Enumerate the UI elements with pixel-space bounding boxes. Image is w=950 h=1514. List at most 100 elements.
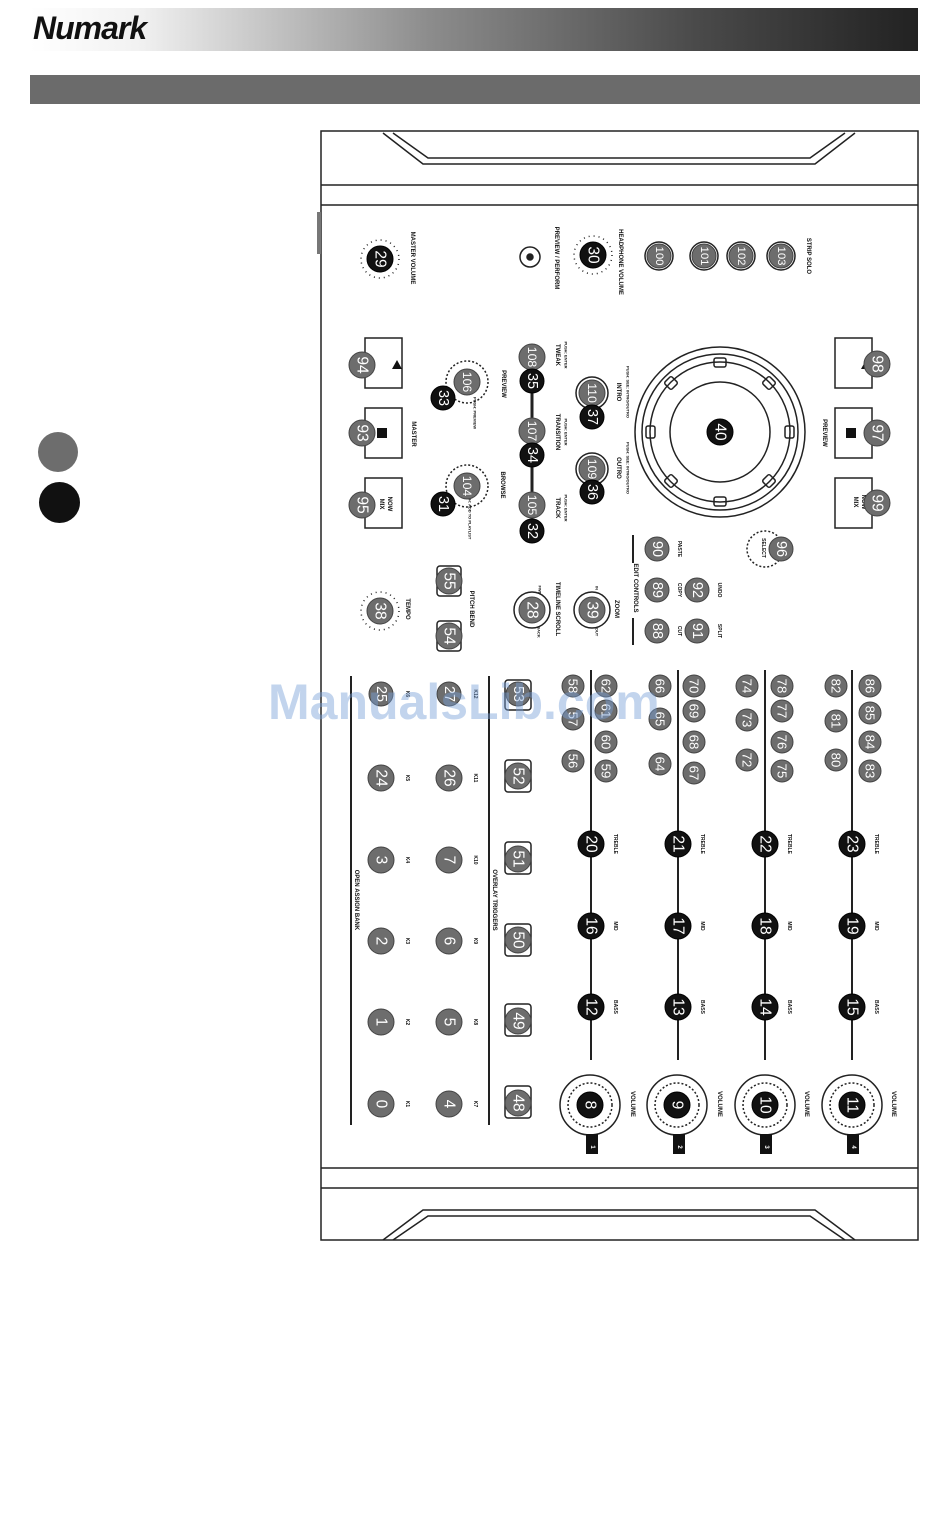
callout-21: 21: [664, 830, 692, 858]
callout-104: 104: [453, 472, 481, 500]
callout-6: 6: [435, 927, 463, 955]
callout-number: 70: [687, 679, 702, 694]
callout-86: 86: [858, 674, 882, 698]
callout-76: 76: [770, 730, 794, 754]
callout-1: 1: [367, 1008, 395, 1036]
control-label: PUSH: PREVIEW: [473, 397, 478, 429]
control-label: VOLUME: [890, 1091, 896, 1117]
callout-32: 32: [519, 518, 545, 544]
control-label: TRACK: [554, 498, 560, 520]
callout-106: 106: [453, 368, 481, 396]
callout-number: 74: [740, 679, 755, 694]
control-label: TREBLE: [873, 834, 879, 855]
callout-4: 4: [435, 1090, 463, 1118]
callout-5: 5: [435, 1008, 463, 1036]
callout-number: 39: [584, 601, 601, 618]
callout-number: 20: [583, 835, 600, 853]
callout-31: 31: [430, 491, 456, 517]
control-label: PUSH: ADD TO PLAYLIST: [468, 491, 473, 540]
callout-number: 23: [844, 835, 861, 852]
control-label: VOLUME: [716, 1091, 722, 1117]
callout-number: 90: [649, 541, 665, 557]
callout-35: 35: [519, 368, 545, 394]
control-label: TWEAK: [554, 344, 560, 367]
callout-number: 15: [844, 998, 861, 1016]
callout-number: 98: [869, 355, 886, 372]
callout-62: 62: [594, 674, 618, 698]
callout-20: 20: [577, 830, 605, 858]
callout-109: 109: [578, 455, 606, 483]
callout-30: 30: [579, 241, 607, 269]
channel-number-tag: 4: [850, 1145, 856, 1149]
callout-number: 25: [373, 686, 389, 702]
callout-17: 17: [664, 912, 692, 940]
callout-54: 54: [435, 622, 463, 650]
callout-number: 19: [844, 917, 861, 934]
callout-25: 25: [368, 681, 394, 707]
callout-19: 19: [838, 912, 866, 940]
callout-number: 97: [869, 424, 886, 441]
callout-26: 26: [435, 764, 463, 792]
callout-39: 39: [578, 596, 606, 624]
callout-number: 86: [863, 679, 878, 694]
callout-74: 74: [735, 674, 759, 698]
control-label: K9: [472, 938, 478, 945]
control-label: TRANSITION: [554, 414, 560, 451]
callout-number: 76: [775, 735, 790, 750]
control-label: K7: [472, 1101, 478, 1108]
callout-58: 58: [561, 674, 585, 698]
callout-number: 54: [441, 627, 458, 645]
callout-number: 1: [373, 1018, 390, 1027]
callout-number: 30: [585, 246, 602, 264]
control-label: MASTER VOLUME: [409, 232, 415, 285]
callout-102: 102: [728, 243, 754, 269]
callout-100: 100: [646, 243, 672, 269]
callout-number: 94: [354, 356, 371, 374]
callout-number: 68: [687, 735, 702, 750]
callout-number: 17: [670, 917, 687, 934]
callout-number: 18: [757, 917, 774, 934]
callout-number: 82: [829, 679, 844, 694]
callout-number: 101: [698, 246, 710, 265]
callout-number: 66: [653, 679, 668, 694]
control-label: VOLUME: [803, 1091, 809, 1117]
header-bar: Numark: [30, 8, 918, 51]
callout-82: 82: [824, 674, 848, 698]
callout-107: 107: [518, 417, 546, 445]
control-label: EDIT CONTROLS: [632, 564, 638, 613]
control-label: PREVIEW: [500, 370, 506, 398]
callout-34: 34: [519, 442, 545, 468]
button-label: NOW: [860, 495, 866, 510]
controller-outline: [320, 130, 919, 1241]
callout-number: 103: [775, 246, 787, 265]
control-label: PUSH: ENTER: [564, 494, 569, 521]
callout-number: 60: [599, 735, 614, 750]
callout-75: 75: [770, 759, 794, 783]
button-label: NOW: [386, 497, 392, 512]
callout-14: 14: [751, 993, 779, 1021]
callout-number: 8: [582, 1101, 599, 1110]
control-label: MASTER: [410, 421, 416, 447]
callout-78: 78: [770, 674, 794, 698]
callout-84: 84: [858, 730, 882, 754]
section-title-bar: [30, 75, 920, 104]
callout-95: 95: [348, 491, 376, 519]
callout-36: 36: [579, 479, 605, 505]
callout-number: 34: [524, 447, 540, 463]
callout-number: 73: [740, 713, 755, 728]
callout-number: 5: [441, 1018, 458, 1027]
callout-50: 50: [504, 926, 532, 954]
callout-72: 72: [735, 748, 759, 772]
control-label: BROWSE: [499, 472, 505, 499]
callout-number: 88: [649, 623, 665, 639]
callout-number: 102: [735, 246, 747, 265]
callout-number: 29: [372, 250, 389, 267]
callout-number: 16: [583, 917, 600, 934]
callout-52: 52: [504, 762, 532, 790]
callout-77: 77: [770, 699, 794, 723]
callout-0: 0: [367, 1090, 395, 1118]
callout-number: 56: [566, 754, 581, 769]
callout-number: 7: [441, 856, 458, 865]
callout-number: 93: [354, 424, 371, 441]
